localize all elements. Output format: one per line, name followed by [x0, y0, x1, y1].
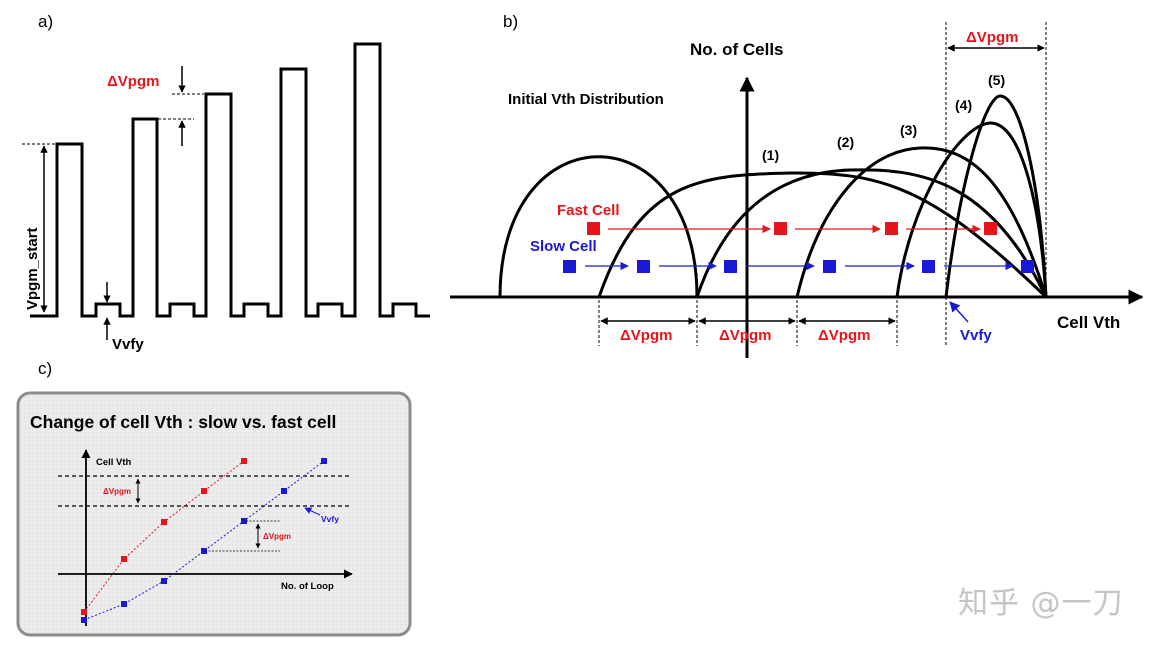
- slow-cell-marker: [1021, 260, 1034, 273]
- slow-cell-track: [563, 260, 1034, 273]
- vvfy-label: Vvfy: [960, 327, 992, 344]
- c-fast-point: [201, 488, 207, 494]
- c-fast-point: [121, 556, 127, 562]
- vpgm-start-label: Vpgm_start: [24, 227, 41, 310]
- dvpgm-label-1: ΔVpgm: [620, 327, 672, 344]
- c-vvfy-label: Vvfy: [321, 514, 339, 524]
- slow-cell-marker: [637, 260, 650, 273]
- c-fast-point: [241, 458, 247, 464]
- fast-cell-marker: [587, 222, 600, 235]
- distribution-3: [795, 146, 1048, 298]
- initial-distribution-label: Initial Vth Distribution: [508, 91, 664, 108]
- x-axis-label: Cell Vth: [1057, 313, 1120, 332]
- step-label-5: (5): [988, 72, 1005, 88]
- fast-cell-marker: [984, 222, 997, 235]
- c-slow-point: [81, 617, 87, 623]
- c-y-axis-label: Cell Vth: [96, 457, 132, 468]
- c-slow-series: [81, 458, 327, 623]
- slow-cell-marker: [922, 260, 935, 273]
- panel-a: a) Vpgm_start ΔVpgm Vvfy: [22, 12, 430, 353]
- slow-cell-marker: [823, 260, 836, 273]
- distribution-2: [695, 168, 1048, 298]
- c-x-axis-label: No. of Loop: [281, 581, 334, 592]
- pulse-train: [30, 42, 430, 318]
- watermark: 知乎 @一刀: [958, 586, 1124, 621]
- dvpgm-label-3: ΔVpgm: [818, 327, 870, 344]
- distribution-5: [944, 94, 1048, 298]
- panel-a-label: a): [38, 12, 53, 31]
- c-slow-point: [161, 578, 167, 584]
- step-label-2: (2): [837, 134, 854, 150]
- y-axis-label: No. of Cells: [690, 40, 784, 59]
- c-vvfy-pointer: [304, 507, 321, 516]
- distribution-1: [597, 171, 1048, 299]
- c-dvpgm-label: ΔVpgm: [103, 487, 131, 496]
- initial-distribution: [498, 155, 699, 298]
- fast-cell-marker: [774, 222, 787, 235]
- c-slow-point: [241, 518, 247, 524]
- distribution-curves: [498, 94, 1048, 299]
- slow-cell-label: Slow Cell: [530, 238, 597, 255]
- vvfy-pointer: [949, 301, 969, 323]
- c-slow-point: [201, 548, 207, 554]
- dvpgm-label-top: ΔVpgm: [966, 29, 1018, 46]
- c-step-dvpgm-label: ΔVpgm: [263, 532, 291, 541]
- step-label-4: (4): [955, 97, 972, 113]
- fast-cell-label: Fast Cell: [557, 202, 620, 219]
- c-slow-point: [121, 601, 127, 607]
- c-slow-point: [281, 488, 287, 494]
- panel-c-label: c): [38, 359, 52, 378]
- dvpgm-label: ΔVpgm: [107, 73, 159, 90]
- step-label-1: (1): [762, 147, 779, 163]
- dvpgm-label-2: ΔVpgm: [719, 327, 771, 344]
- slow-cell-marker: [724, 260, 737, 273]
- dvpgm-guides: [598, 22, 1047, 346]
- distribution-4: [895, 121, 1048, 298]
- panel-b-label: b): [503, 12, 518, 31]
- c-fast-point: [161, 519, 167, 525]
- step-label-3: (3): [900, 122, 917, 138]
- panel-c: c) Change of cell Vth : slow vs. fast ce…: [16, 359, 412, 637]
- fast-cell-track: [587, 222, 997, 235]
- panel-b: b) No. of Cells Cell Vth Initial Vth Dis…: [450, 12, 1144, 358]
- fast-cell-marker: [885, 222, 898, 235]
- slow-cell-marker: [563, 260, 576, 273]
- c-fast-series: [81, 458, 247, 615]
- c-slow-point: [321, 458, 327, 464]
- vvfy-label: Vvfy: [112, 336, 144, 353]
- panel-c-title: Change of cell Vth : slow vs. fast cell: [30, 412, 336, 432]
- c-fast-point: [81, 609, 87, 615]
